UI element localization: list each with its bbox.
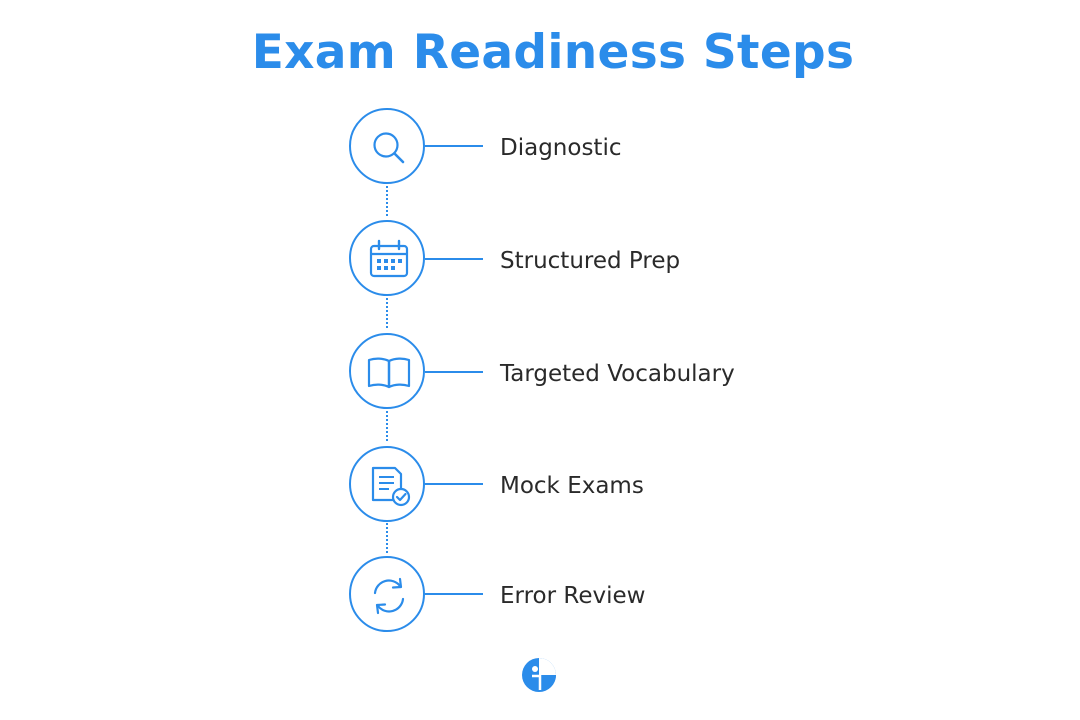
step-1-connector — [425, 145, 483, 147]
step-5-label: Error Review — [500, 583, 646, 609]
step-4-label: Mock Exams — [500, 473, 644, 499]
step-3-label: Targeted Vocabulary — [500, 361, 735, 387]
open-book-icon — [367, 357, 411, 389]
step-2-connector — [425, 258, 483, 260]
step-4-circle — [349, 446, 425, 522]
step-4-connector — [425, 483, 483, 485]
page-title: Exam Readiness Steps — [251, 25, 855, 80]
magnifier-icon — [373, 132, 405, 164]
step-3-circle — [349, 333, 425, 409]
step-3-connector — [425, 371, 483, 373]
dotted-connector-4 — [386, 523, 388, 553]
dotted-connector-2 — [386, 298, 388, 328]
dotted-connector-1 — [386, 186, 388, 216]
step-5-circle — [349, 556, 425, 632]
calendar-icon — [369, 239, 409, 278]
step-5-connector — [425, 593, 483, 595]
refresh-icon — [373, 577, 405, 615]
brand-logo-icon — [522, 658, 556, 692]
dotted-connector-3 — [386, 411, 388, 441]
step-2-label: Structured Prep — [500, 248, 681, 274]
step-1-label: Diagnostic — [500, 135, 622, 161]
step-2-circle — [349, 220, 425, 296]
step-1-circle — [349, 108, 425, 184]
document-check-icon — [371, 466, 411, 507]
